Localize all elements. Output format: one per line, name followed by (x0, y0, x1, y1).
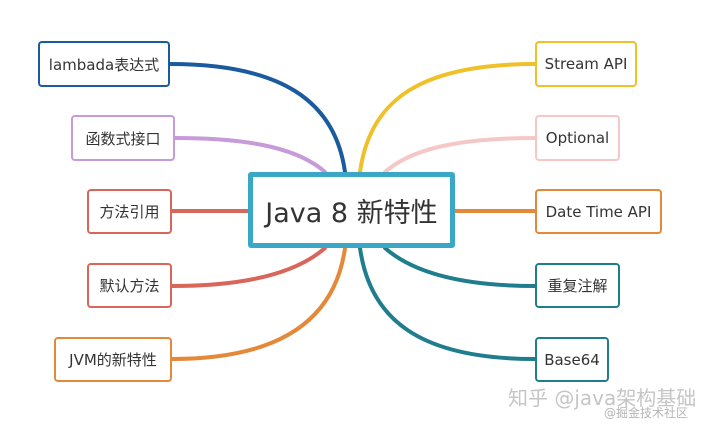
node-lambada[interactable]: lambada表达式 (38, 41, 170, 87)
node-optional[interactable]: Optional (535, 115, 620, 161)
node-date-time-api-label: Date Time API (545, 202, 652, 221)
node-stream-api[interactable]: Stream API (535, 41, 637, 87)
connector-optional (383, 136, 537, 174)
node-functional-interface-label: 函数式接口 (85, 129, 161, 148)
node-stream-api-label: Stream API (544, 55, 628, 73)
node-repeat-annotation-label: 重复注解 (547, 277, 608, 295)
connector-functional-interface (173, 136, 327, 174)
connector-stream-api (358, 62, 537, 174)
node-default-method[interactable]: 默认方法 (87, 263, 172, 308)
connector-default-method (170, 246, 327, 288)
central-topic-label: Java 8 新特性 (265, 197, 438, 229)
node-date-time-api[interactable]: Date Time API (535, 189, 662, 234)
node-base64-label: Base64 (544, 350, 600, 369)
node-method-reference[interactable]: 方法引用 (87, 189, 172, 234)
node-method-reference-label: 方法引用 (99, 203, 160, 221)
connector-repeat-annotation (383, 246, 537, 288)
node-functional-interface[interactable]: 函数式接口 (71, 115, 175, 161)
central-topic[interactable]: Java 8 新特性 (248, 172, 455, 248)
node-base64[interactable]: Base64 (535, 337, 609, 382)
watermark-juejin: @掘金技术社区 (604, 406, 689, 420)
node-lambada-label: lambada表达式 (48, 55, 160, 74)
connector-base64 (358, 246, 537, 361)
node-default-method-label: 默认方法 (99, 277, 160, 295)
node-optional-label: Optional (545, 129, 610, 147)
node-jvm-features-label: JVM的新特性 (69, 351, 157, 369)
watermark-zhihu: 知乎 @java架构基础 (508, 386, 697, 410)
node-repeat-annotation[interactable]: 重复注解 (535, 263, 620, 308)
node-jvm-features[interactable]: JVM的新特性 (54, 337, 172, 382)
connector-jvm (170, 246, 347, 361)
connector-lambada (168, 62, 347, 174)
